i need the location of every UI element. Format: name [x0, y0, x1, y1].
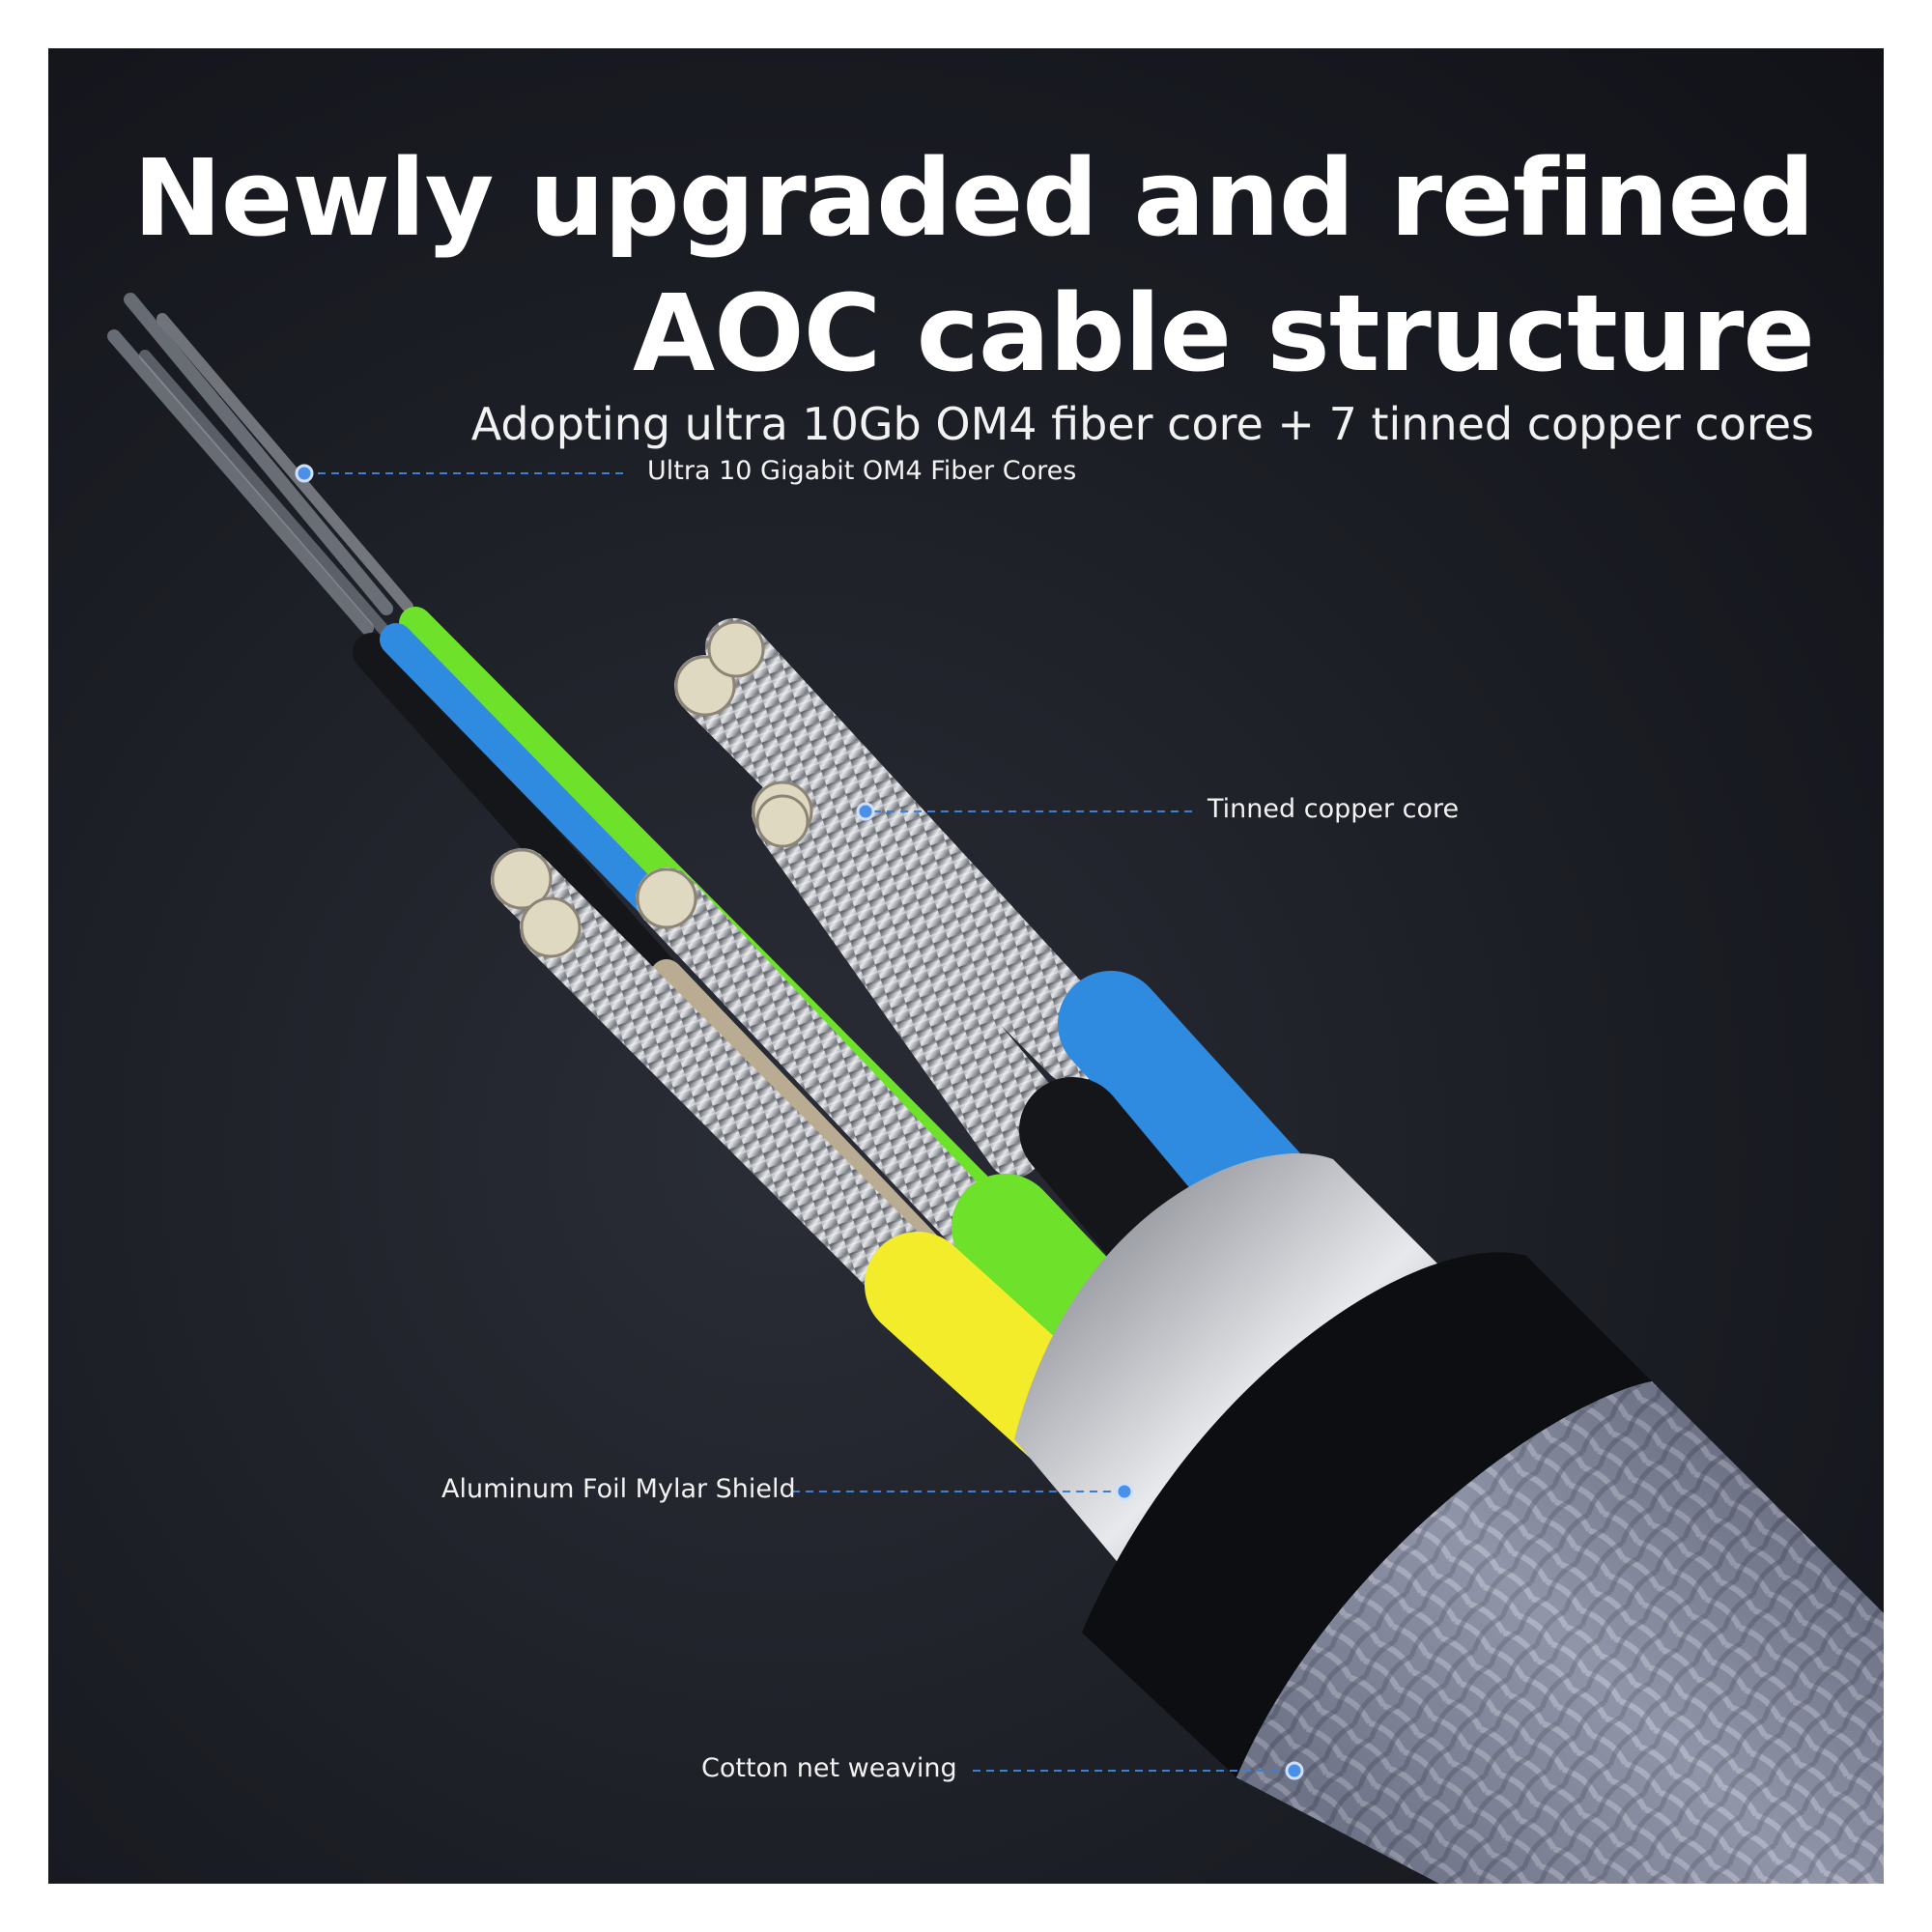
- fiber-cores: [107, 293, 413, 645]
- callout-cotton-weaving: Cotton net weaving: [701, 1753, 957, 1783]
- headline: Newly upgraded and refined AOC cable str…: [132, 131, 1815, 401]
- headline-line-1: Newly upgraded and refined: [132, 136, 1815, 260]
- callout-foil-shield: Aluminum Foil Mylar Shield: [441, 1474, 796, 1504]
- cable-illustration: [107, 293, 1884, 1884]
- callout-fiber-cores: Ultra 10 Gigabit OM4 Fiber Cores: [647, 456, 1077, 486]
- headline-line-2: AOC cable structure: [632, 270, 1815, 395]
- tinned-copper-cores: [491, 618, 1103, 1325]
- leader-dots: [295, 464, 1304, 1780]
- leader-lines: [304, 472, 1291, 1772]
- product-image-panel: Newly upgraded and refined AOC cable str…: [48, 48, 1884, 1884]
- callout-tinned-copper: Tinned copper core: [1208, 794, 1460, 824]
- subtitle: Adopting ultra 10Gb OM4 fiber core + 7 t…: [470, 398, 1814, 450]
- collar-ring: [1082, 1252, 1652, 1777]
